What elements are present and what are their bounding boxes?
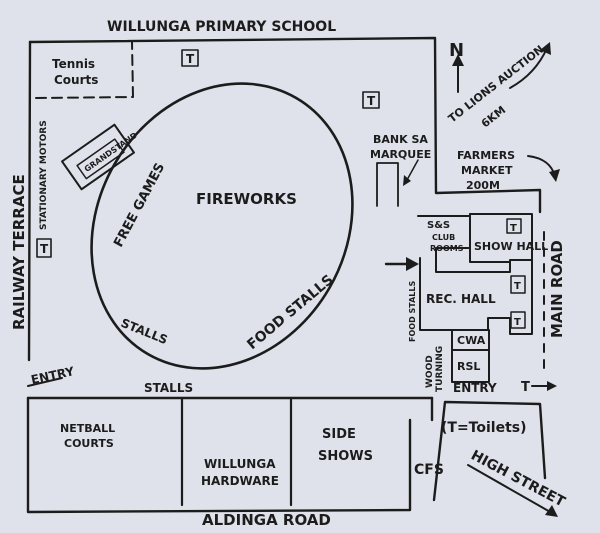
bank-sa-pointer-line [406, 159, 419, 181]
toilet-icon: T [36, 238, 52, 258]
aldinga-road-label: ALDINGA ROAD [202, 511, 331, 529]
rec-hall-label: REC. HALL [426, 292, 496, 306]
cfs-label: CFS [414, 462, 444, 478]
bank-sa-pointer-arrow [403, 175, 411, 186]
site-boundary [26, 36, 547, 514]
show-hall-label: SHOW HALL [474, 240, 548, 253]
svg-text:T: T [510, 223, 517, 234]
farmers-market-label: FARMERS MARKET 200M [457, 149, 519, 192]
side-shows-label: SIDE SHOWS [318, 427, 373, 464]
main-road-label: MAIN ROAD [548, 240, 566, 338]
svg-text:T: T [514, 281, 521, 292]
toilet-icon: T [506, 218, 522, 234]
svg-text:T: T [514, 317, 521, 328]
fireworks-label: FIREWORKS [196, 190, 297, 208]
wood-turning-label-2: TURNING [435, 346, 445, 392]
building-complex [417, 213, 533, 383]
north-arrow-icon [452, 54, 464, 66]
bank-sa-marquee [376, 162, 399, 207]
willunga-primary-school-label: WILLUNGA PRIMARY SCHOOL [107, 19, 336, 35]
toilet-icon: T [510, 275, 526, 294]
entry-east-arrow-icon [547, 381, 557, 391]
tennis-courts-boundary [35, 41, 134, 99]
railway-terrace-label: RAILWAY TERRACE [10, 174, 28, 330]
entry-west-line [27, 377, 63, 387]
entry-east-label: ENTRY [453, 381, 497, 395]
entry-east-toilet: T [521, 380, 530, 395]
rsl-label: RSL [457, 360, 480, 373]
lions-auction-arrow-icon [540, 42, 551, 55]
north-label: N [449, 40, 464, 61]
toilet-icon: T [362, 91, 380, 109]
netball-courts-label: NETBALL COURTS [60, 422, 119, 450]
tennis-courts-label: Tennis Courts [52, 57, 99, 87]
wood-turning-label: WOOD [425, 355, 435, 388]
willunga-hardware-label: WILLUNGA HARDWARE [201, 457, 280, 488]
farmers-market-arrow-icon [549, 169, 560, 182]
stationary-motors-label: STATIONARY MOTORS [39, 120, 49, 230]
toilet-icon: T [181, 49, 199, 67]
toilets-legend: (T=Toilets) [441, 420, 527, 436]
high-street-arrow-icon [545, 505, 558, 517]
high-street-arrow-shaft [467, 464, 553, 514]
bank-sa-marquee-label: BANK SA MARQUEE [370, 133, 432, 161]
svg-text:T: T [186, 52, 195, 66]
oval [90, 82, 354, 370]
food-stalls-small-label: FOOD STALLS [408, 281, 417, 342]
stalls-south-label: STALLS [144, 381, 193, 395]
svg-text:T: T [40, 242, 49, 256]
club-rooms-label: S&S CLUB ROOMS [427, 220, 464, 253]
cwa-label: CWA [457, 334, 486, 347]
svg-text:T: T [367, 94, 376, 108]
complex-pointer-arrow [406, 257, 419, 271]
toilet-icon: T [510, 311, 526, 329]
